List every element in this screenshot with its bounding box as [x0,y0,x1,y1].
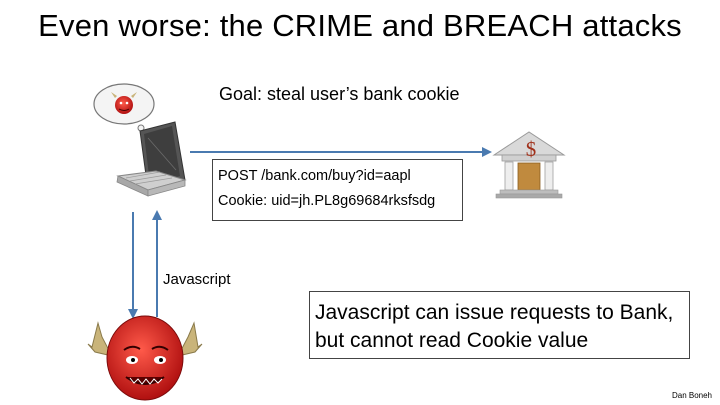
note-box: Javascript can issue requests to Bank, b… [309,291,690,359]
thought-bubble-icon [94,84,154,136]
laptop-icon [117,122,185,196]
request-line-cookie: Cookie: uid=jh.PL8g69684rksfsdg [218,189,462,214]
bank-icon: $ [494,132,564,198]
note-line-1: Javascript can issue requests to Bank, [315,299,689,327]
request-box: POST /bank.com/buy?id=aapl Cookie: uid=j… [212,159,463,221]
javascript-label: Javascript [163,271,231,288]
author-credit: Dan Boneh [672,391,712,400]
request-line-post: POST /bank.com/buy?id=aapl [218,164,462,189]
note-line-2: but cannot read Cookie value [315,327,689,355]
slide-title: Even worse: the CRIME and BREACH attacks [0,8,720,44]
dollar-sign: $ [526,137,537,161]
goal-text: Goal: steal user’s bank cookie [219,84,459,105]
devil-attacker-icon [88,316,202,400]
